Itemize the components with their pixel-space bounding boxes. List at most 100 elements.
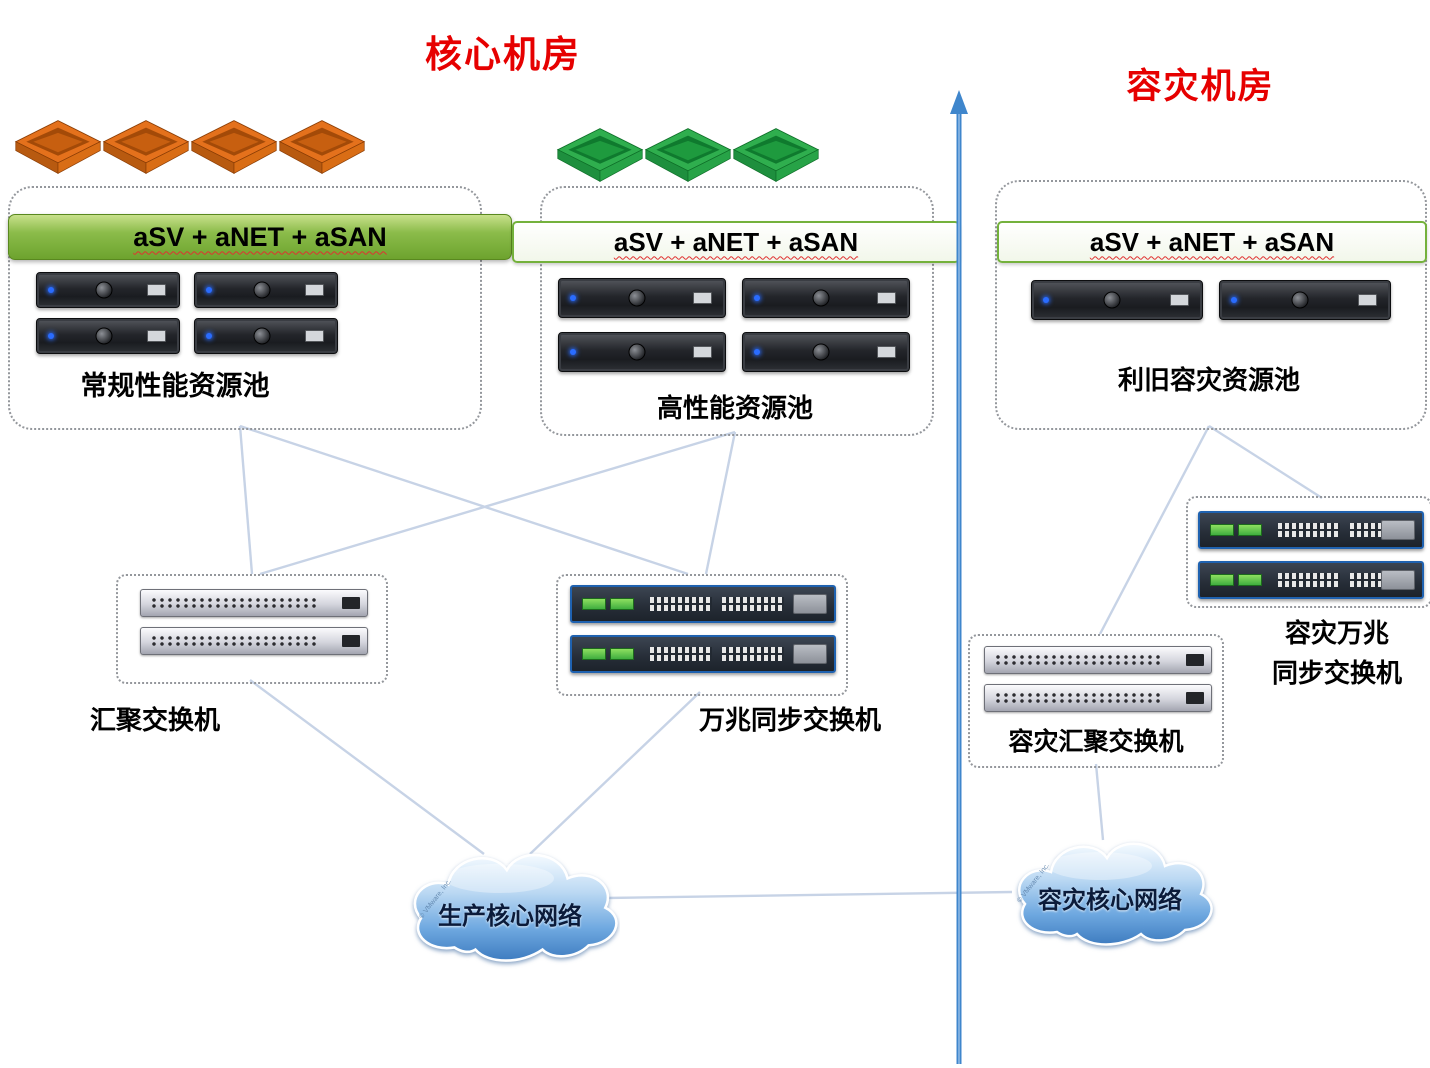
dr-sync-10g-label-line1: 容灾万兆 — [1284, 619, 1389, 648]
high-perf-pool-banner: aSV + aNET + aSAN — [512, 221, 960, 263]
green-resource-cube-icon — [644, 128, 732, 182]
switch-port-group-icon — [722, 647, 784, 661]
switch-ports-icon — [994, 654, 1162, 666]
dr-pool-label: 利旧容灾资源池 — [1117, 366, 1300, 395]
dr-aggregation-switch-stack — [984, 646, 1212, 722]
dr-sync-10g-switch-box — [1186, 496, 1430, 608]
server-knob-icon — [95, 281, 113, 299]
sync-10g-switch-label: 万兆同步交换机 — [698, 706, 881, 735]
server-power-led-icon — [1231, 297, 1237, 303]
server-drive-slot-icon — [877, 292, 896, 304]
switch-uplink-module-icon — [1186, 692, 1204, 704]
dr-room-title: 容灾机房 — [1126, 67, 1275, 106]
sync-switch-unit — [1198, 511, 1424, 549]
server-drive-slot-icon — [877, 346, 896, 358]
server-knob-icon — [628, 289, 646, 307]
green-resource-cube-icon — [732, 128, 820, 182]
dr-pool-servers — [1031, 280, 1391, 320]
orange-resource-cube-icon — [190, 120, 278, 174]
server-knob-icon — [253, 327, 271, 345]
green-cube-row — [556, 126, 820, 184]
server-knob-icon — [1291, 291, 1309, 309]
dr-pool-banner: aSV + aNET + aSAN — [997, 221, 1427, 263]
server-drive-slot-icon — [1358, 294, 1377, 306]
switch-side-panel-icon — [793, 594, 827, 614]
rack-server-unit — [742, 332, 910, 372]
switch-sfp-chip-icon — [582, 598, 606, 610]
switch-side-panel-icon — [1381, 520, 1415, 540]
switch-sfp-chip-icon — [582, 648, 606, 660]
rack-server-unit — [1219, 280, 1391, 320]
switch-port-group-icon — [650, 647, 712, 661]
server-power-led-icon — [206, 333, 212, 339]
switch-ports-icon — [994, 692, 1162, 704]
green-resource-cube-icon — [556, 128, 644, 182]
orange-resource-cube-icon — [102, 120, 190, 174]
sync-10g-switch-box — [556, 574, 848, 696]
high-performance-pool-box — [540, 186, 934, 436]
orange-cube-row — [14, 118, 366, 176]
dr-sync-10g-switch-stack — [1198, 511, 1424, 611]
rack-server-unit — [558, 278, 726, 318]
server-drive-slot-icon — [305, 330, 324, 342]
dr-sync-10g-label-line2: 同步交换机 — [1271, 659, 1402, 688]
dr-aggregation-switch-box: 容灾汇聚交换机 — [968, 634, 1224, 768]
switch-port-group-icon — [1278, 573, 1340, 587]
orange-resource-cube-icon — [14, 120, 102, 174]
server-power-led-icon — [1043, 297, 1049, 303]
switch-sfp-chip-icon — [1210, 574, 1234, 586]
switch-ports-icon — [150, 597, 318, 609]
server-power-led-icon — [754, 349, 760, 355]
server-knob-icon — [628, 343, 646, 361]
switch-sfp-chip-icon — [610, 648, 634, 660]
server-drive-slot-icon — [147, 284, 166, 296]
dr-core-network-cloud: 容灾核心网络 © VMware, Inc. — [1000, 828, 1220, 953]
switch-uplink-module-icon — [1186, 654, 1204, 666]
regular-pool-banner: aSV + aNET + aSAN — [8, 214, 512, 260]
rack-server-unit — [36, 318, 180, 354]
aggregation-switch-unit — [140, 589, 368, 617]
switch-sfp-chip-icon — [1238, 524, 1262, 536]
high-perf-pool-servers — [558, 278, 914, 372]
sync-switch-unit — [1198, 561, 1424, 599]
rack-server-unit — [36, 272, 180, 308]
server-knob-icon — [1103, 291, 1121, 309]
rack-server-unit — [742, 278, 910, 318]
switch-port-group-icon — [722, 597, 784, 611]
server-drive-slot-icon — [693, 292, 712, 304]
cloud-icon — [1018, 842, 1213, 946]
switch-uplink-module-icon — [342, 597, 360, 609]
rack-server-unit — [194, 318, 338, 354]
production-core-network-cloud: 生产核心网络 © VMware, Inc. — [400, 838, 620, 970]
aggregation-switch-unit — [984, 684, 1212, 712]
rack-server-unit — [194, 272, 338, 308]
server-power-led-icon — [754, 295, 760, 301]
sync-switch-unit — [570, 635, 836, 673]
regular-pool-label: 常规性能资源池 — [80, 371, 270, 401]
aggregation-switch-stack — [140, 589, 368, 665]
orange-resource-cube-icon — [278, 120, 366, 174]
server-drive-slot-icon — [147, 330, 166, 342]
switch-side-panel-icon — [793, 644, 827, 664]
switch-side-panel-icon — [1381, 570, 1415, 590]
aggregation-switch-unit — [140, 627, 368, 655]
rack-server-unit — [1031, 280, 1203, 320]
regular-pool-servers — [36, 272, 348, 354]
switch-sfp-chip-icon — [1238, 574, 1262, 586]
cloud-icon — [413, 853, 618, 962]
aggregation-switch-label: 汇聚交换机 — [89, 706, 220, 735]
switch-port-group-icon — [1278, 523, 1340, 537]
switch-uplink-module-icon — [342, 635, 360, 647]
server-drive-slot-icon — [1170, 294, 1189, 306]
server-drive-slot-icon — [693, 346, 712, 358]
regular-pool-banner-label: aSV + aNET + aSAN — [133, 221, 387, 252]
dr-sync-10g-switch-label: 容灾万兆 同步交换机 — [1247, 614, 1427, 694]
dr-cloud-label: 容灾核心网络 — [1038, 888, 1182, 914]
aggregation-switch-unit — [984, 646, 1212, 674]
server-power-led-icon — [48, 333, 54, 339]
switch-port-group-icon — [650, 597, 712, 611]
high-perf-pool-banner-label: aSV + aNET + aSAN — [613, 226, 859, 257]
dr-pool-banner-label: aSV + aNET + aSAN — [1089, 226, 1335, 257]
server-knob-icon — [253, 281, 271, 299]
